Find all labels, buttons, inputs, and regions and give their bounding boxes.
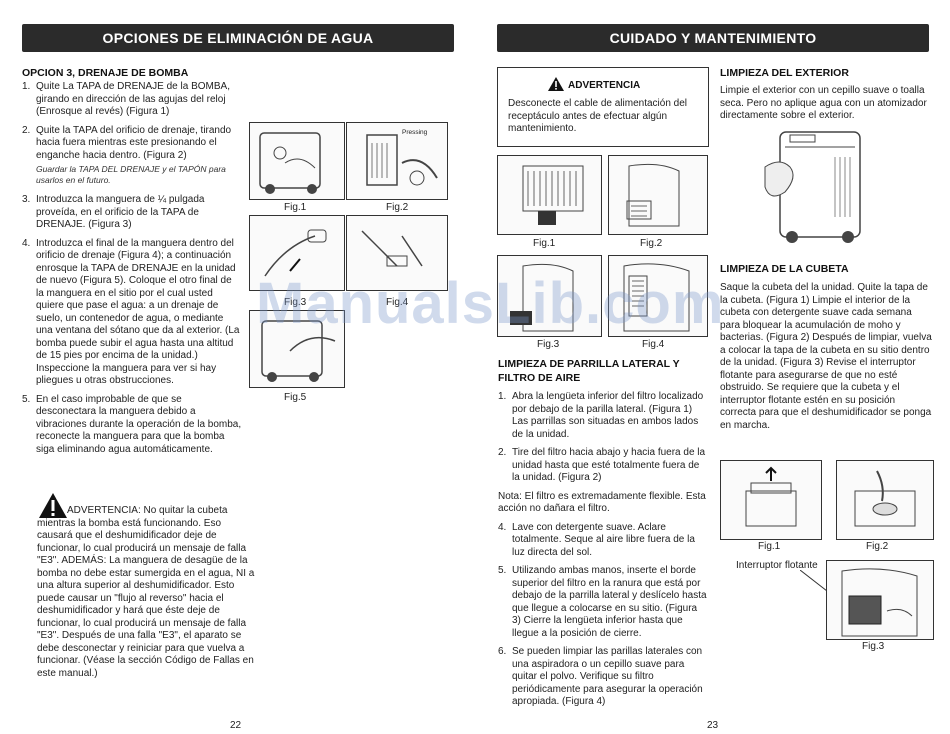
left-fig4-illustration	[346, 215, 448, 291]
filter-steps-a: 1.Abra la lengüeta inferior del filtro l…	[498, 391, 708, 715]
bucket-text: Saque la cubeta del la unidad. Quite la …	[720, 282, 932, 431]
left-fig2-illustration	[346, 122, 448, 200]
step-5: 5.En el caso improbable de que se descon…	[22, 393, 242, 455]
pump-drain-heading: OPCION 3, DRENAJE DE BOMBA	[22, 67, 189, 79]
left-fig4-label: Fig.4	[386, 297, 409, 308]
filter-step-4: 4.Lave con detergente suave. Aclare tota…	[498, 521, 695, 558]
left-fig3-label: Fig.3	[284, 297, 307, 308]
pump-steps-a: 1.Quite La TAPA de DRENAJE de la BOMBA, …	[22, 81, 242, 462]
left-fig5-illustration	[249, 310, 345, 388]
filter-step-5: 5.Utilizando ambas manos, inserte el bor…	[498, 565, 707, 639]
filter-heading: LIMPIEZA DE PARRILLA LATERAL Y FILTRO DE…	[498, 358, 680, 384]
step-3: 3.Introduzca la manguera de ¼ pulgada pr…	[22, 194, 205, 230]
bucket-fig2-label: Fig.2	[866, 541, 889, 552]
exterior-cleaning-illustration	[760, 127, 870, 247]
filter-fig1-illustration	[497, 155, 602, 235]
filter-fig2-illustration	[608, 155, 708, 235]
page-number-right: 23	[707, 720, 719, 731]
page-number-left: 22	[230, 720, 242, 731]
step-2: 2.Quite la TAPA del orificio de drenaje,…	[22, 124, 232, 161]
filter-step-1: 1.Abra la lengüeta inferior del filtro l…	[498, 391, 704, 440]
filter-note: Nota: El filtro es extremadamente flexib…	[498, 490, 706, 515]
step-1: 1.Quite La TAPA de DRENAJE de la BOMBA, …	[22, 81, 230, 117]
filter-fig4-label: Fig.4	[642, 339, 665, 350]
pump-warning-text: ADVERTENCIA: No quitar la cubeta mientra…	[37, 505, 255, 679]
left-fig3-illustration	[249, 215, 345, 291]
left-fig5-label: Fig.5	[284, 392, 307, 403]
filter-fig2-label: Fig.2	[640, 238, 663, 249]
bucket-fig3-label: Fig.3	[862, 641, 885, 652]
bucket-fig3-illustration	[826, 560, 934, 640]
warning-title: ADVERTENCIA	[568, 80, 641, 91]
step-4: 4.Introduzca el final de la manguera den…	[22, 237, 240, 387]
maintenance-warning-box: ADVERTENCIA Desconecte el cable de alime…	[497, 67, 709, 147]
filter-step-6: 6.Se pueden limpiar las parillas lateral…	[498, 646, 703, 707]
filter-fig3-label: Fig.3	[537, 339, 560, 350]
filter-step-2: 2.Tire del filtro hacia abajo y hacia fu…	[498, 447, 706, 483]
exterior-text: Limpie el exterior con un cepillo suave …	[720, 85, 927, 121]
filter-fig4-illustration	[608, 255, 708, 337]
float-switch-label: Interruptor flotante	[736, 560, 818, 571]
warning-icon	[38, 492, 68, 519]
bucket-heading: LIMPIEZA DE LA CUBETA	[720, 263, 849, 275]
pressing-label: Pressing	[402, 129, 428, 136]
filter-fig3-illustration	[497, 255, 602, 337]
bucket-fig1-label: Fig.1	[758, 541, 781, 552]
left-banner: OPCIONES DE ELIMINACIÓN DE AGUA	[22, 24, 454, 52]
exterior-heading: LIMPIEZA DEL EXTERIOR	[720, 67, 849, 79]
right-banner: CUIDADO Y MANTENIMIENTO	[497, 24, 929, 52]
bucket-fig1-illustration	[720, 460, 822, 540]
left-fig2-label: Fig.2	[386, 202, 409, 213]
warning-icon-right	[548, 77, 564, 91]
filter-fig1-label: Fig.1	[533, 238, 556, 249]
save-cap-note: Guardar la TAPA DEL DRENAJE y el TAPÓN p…	[36, 164, 226, 185]
left-fig1-label: Fig.1	[284, 202, 307, 213]
bucket-fig2-illustration	[836, 460, 934, 540]
warning-text: Desconecte el cable de alimentación del …	[508, 98, 687, 134]
left-fig1-illustration	[249, 122, 345, 200]
